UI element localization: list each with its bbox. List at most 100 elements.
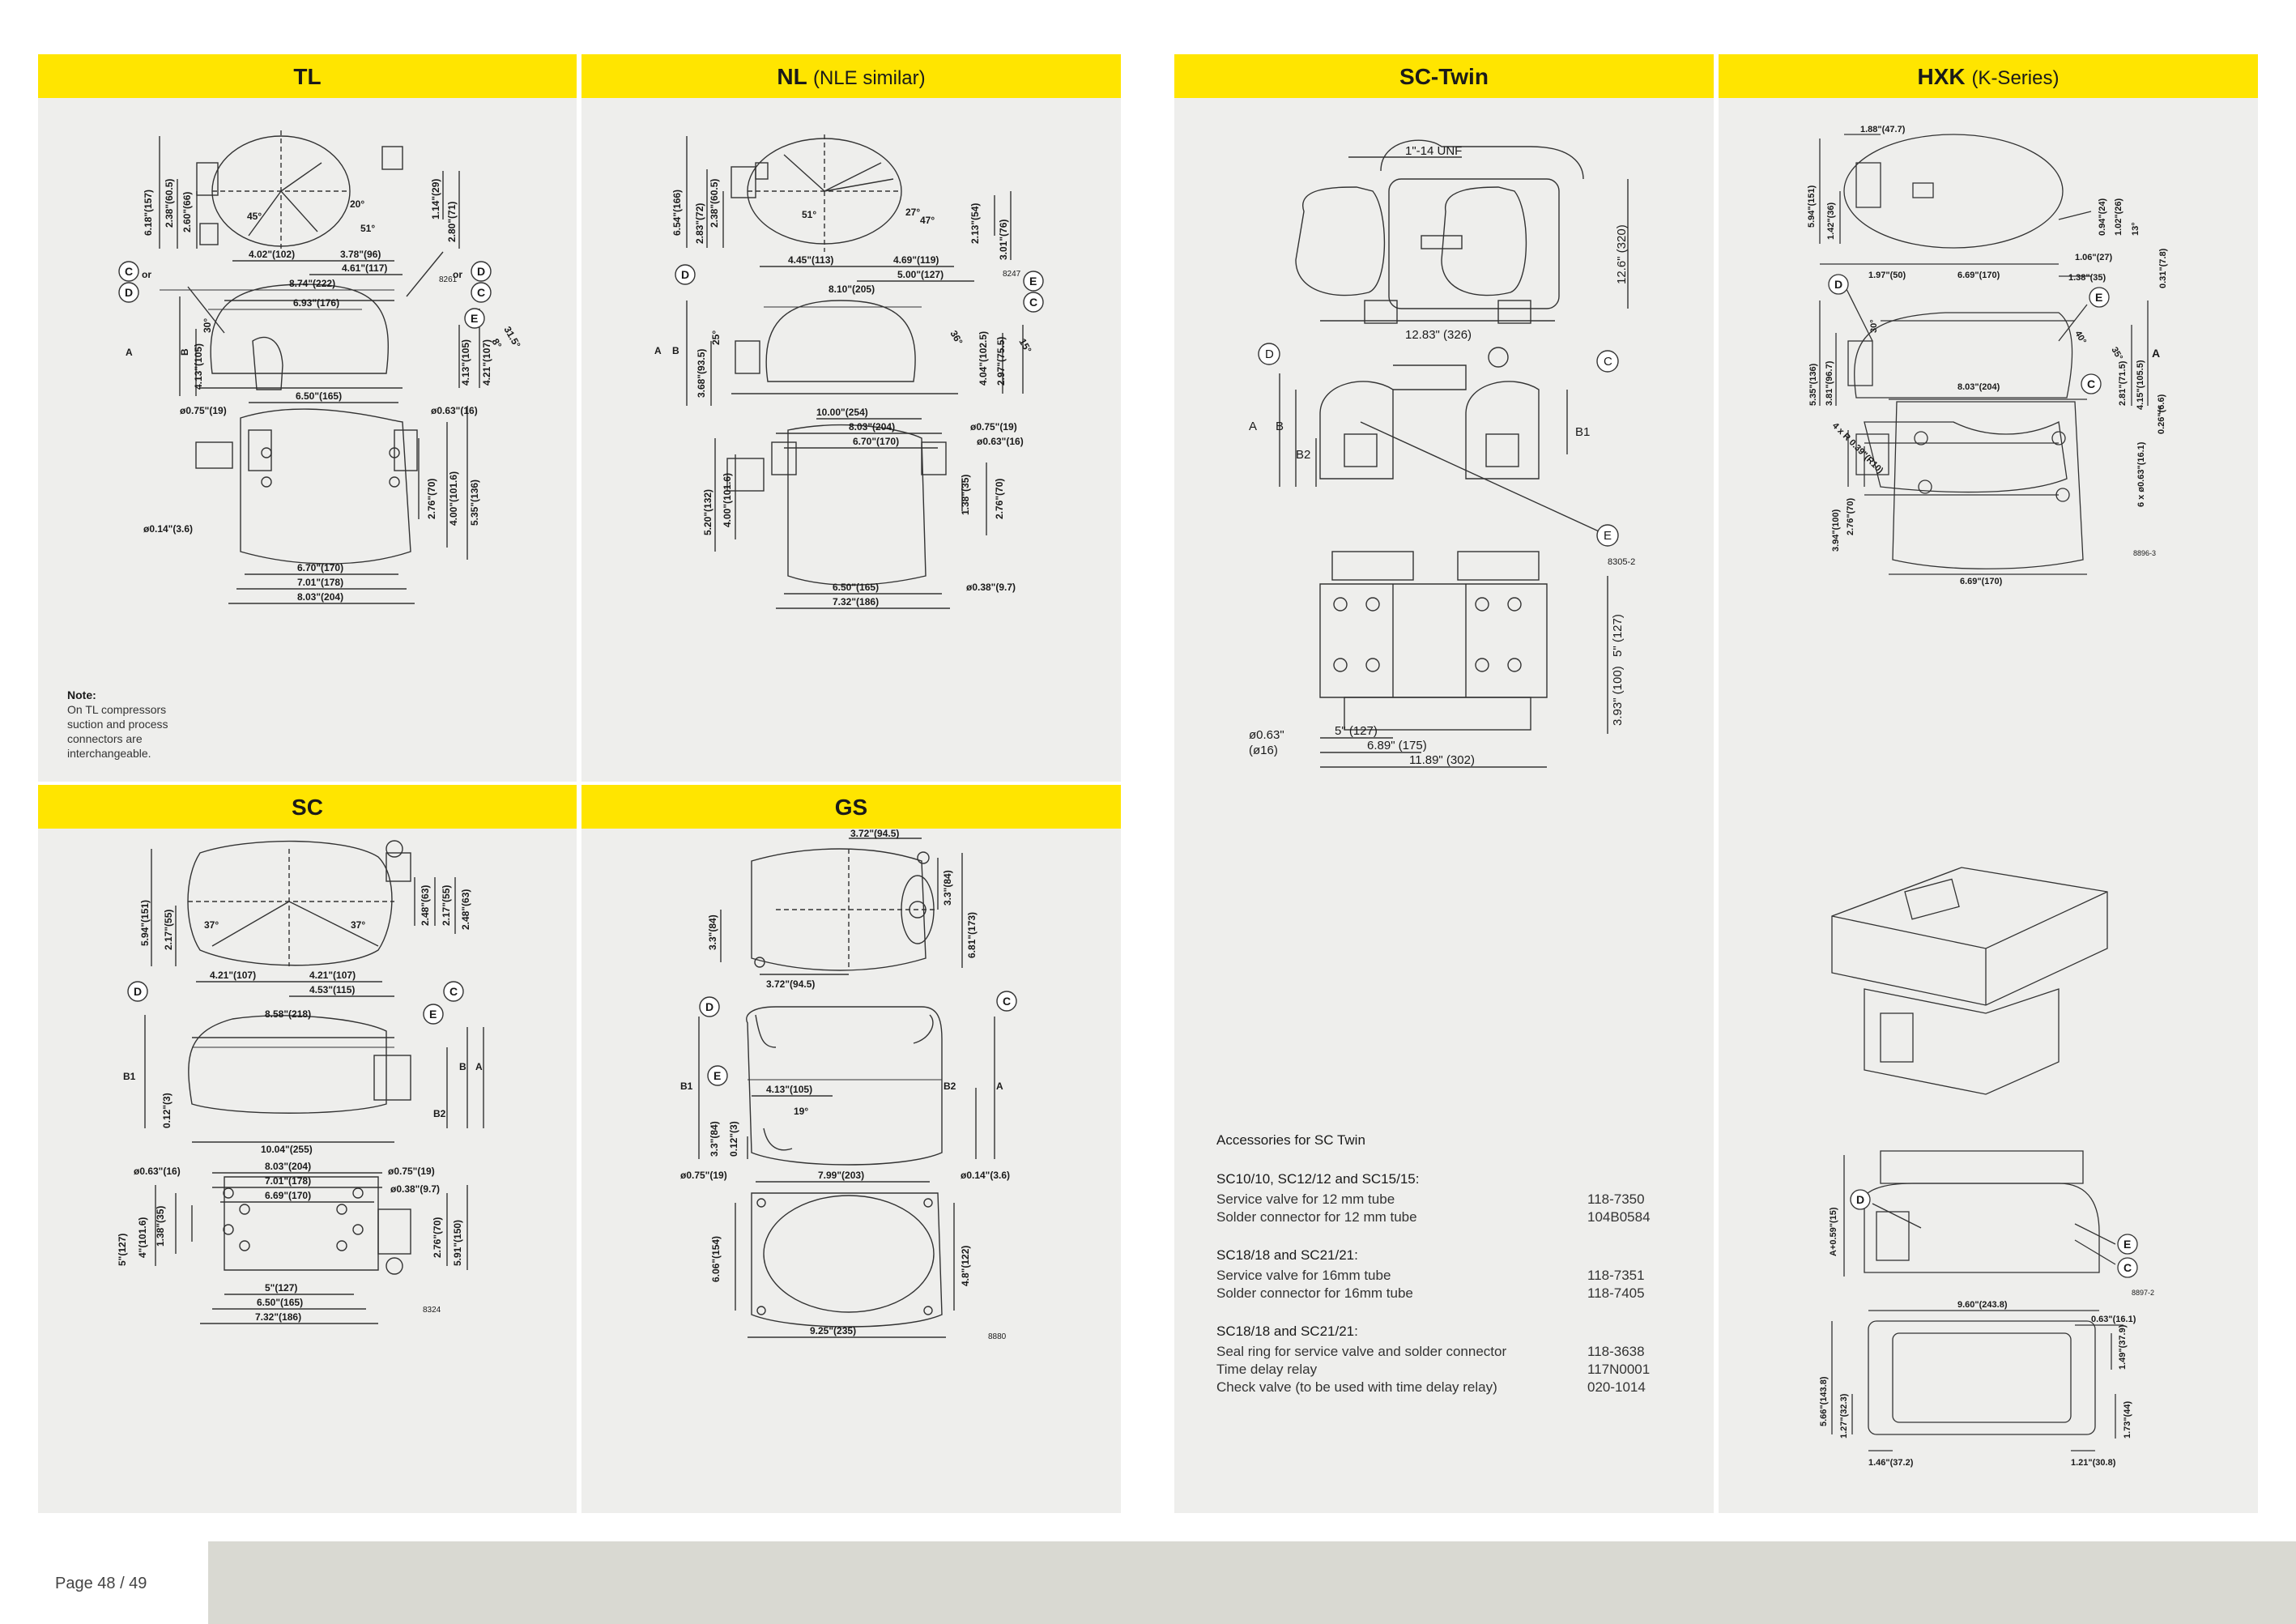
panel-hxk: HXK (K-Series) 1.88"(47.7) 5.94"(151) 1.… <box>1719 54 2258 1513</box>
sctwin-h2: 5" (127) <box>1611 614 1625 657</box>
sctwin-d1b: (ø16) <box>1249 744 1278 757</box>
nl-h2: 2.83"(72) <box>694 203 705 244</box>
nl-callout-c: C <box>1029 296 1037 309</box>
nl-h5: 4.04"(102.5) <box>978 331 989 386</box>
nl-a25: 25° <box>710 330 722 345</box>
sc-w7: 7.01"(178) <box>265 1175 311 1187</box>
gs-la: A <box>996 1081 1003 1092</box>
tl-a51: 51° <box>360 223 375 234</box>
tl-code1: 8261 <box>439 275 458 284</box>
sctwin-h3: 3.93" (100) <box>1611 666 1625 726</box>
sc-w1: 4.21"(107) <box>210 970 256 981</box>
sc-r2: 2.17"(55) <box>441 885 452 926</box>
hxk-r1: 0.94"(24) <box>2098 198 2107 236</box>
footer-bar <box>208 1541 2296 1624</box>
sc-d3: ø0.38"(9.7) <box>390 1183 440 1195</box>
tl-lb: B <box>179 348 190 356</box>
accessories-title: Accessories for SC Twin <box>1216 1132 1365 1148</box>
sctwin-lb: B <box>1276 420 1284 433</box>
hxk-h4: 3.81"(96.7) <box>1825 360 1834 406</box>
tl-a45: 45° <box>247 211 262 222</box>
hxk-r8: 1.49"(37.9) <box>2118 1324 2128 1370</box>
sctwin-drawing: 1"-14 UNF 12.6" (320) 12.83" (326) D C E… <box>1249 139 1635 768</box>
sc-d1: ø0.63"(16) <box>134 1166 181 1177</box>
tl-w8: 7.01"(178) <box>297 577 343 588</box>
gs-callout-d: D <box>705 1000 714 1013</box>
hxk-r4: 1.38"(35) <box>2068 273 2106 283</box>
sc-r3: 2.48"(63) <box>460 889 471 930</box>
hxk-w1: 1.97"(50) <box>1868 271 1906 280</box>
sctwin-callout-d: D <box>1265 347 1274 361</box>
sc-w2: 4.21"(107) <box>309 970 356 981</box>
panel-title: SC-Twin <box>1174 54 1714 98</box>
hxk-a13: 13° <box>2131 222 2141 236</box>
panel-gs: GS 3.72"(94.5) 3.3"(84) 6.81"(173) 3.3"(… <box>581 785 1121 1513</box>
sc-code1: 8324 <box>423 1306 441 1315</box>
hxk-r2: 1.02"(26) <box>2114 198 2123 236</box>
panel-title: GS <box>581 785 1121 829</box>
nl-h6: 2.97"(75.5) <box>995 337 1007 386</box>
sctwin-callout-c: C <box>1604 355 1612 369</box>
sc-callout-e: E <box>429 1008 437 1021</box>
accessory-row: Seal ring for service valve and solder c… <box>1216 1344 1645 1359</box>
nl-d2: ø0.63"(16) <box>977 436 1024 447</box>
tl-callout-d: D <box>125 286 133 299</box>
hxk-r5: 0.31"(7.8) <box>2158 248 2168 288</box>
panel-title: TL <box>38 54 577 98</box>
hxk-callout-e: E <box>2095 291 2102 304</box>
hxk-w3: 8.03"(204) <box>1957 382 2000 392</box>
nl-a51: 51° <box>802 209 816 220</box>
sc-w4: 8.58"(218) <box>265 1008 311 1020</box>
hxk-w2: 6.69"(170) <box>1957 271 2000 280</box>
sc-w11: 7.32"(186) <box>255 1311 301 1323</box>
nl-w7: 6.70"(170) <box>853 436 899 447</box>
sctwin-h1: 12.6" (320) <box>1615 224 1629 284</box>
hxk-h8: 3.94"(100) <box>1831 509 1841 552</box>
tl-w7: 6.70"(170) <box>297 562 343 573</box>
hxk-callout-e2: E <box>2123 1238 2131 1251</box>
nl-callout-d: D <box>681 268 689 281</box>
tl-h4: 4.13"(105) <box>193 343 204 390</box>
hxk-h6: 4.15"(105.5) <box>2136 360 2145 410</box>
nl-w5: 10.00"(254) <box>816 407 868 418</box>
panel-title: HXK (K-Series) <box>1719 54 2258 98</box>
hxk-code1: 8896-3 <box>2133 549 2156 557</box>
sc-h3: 0.12"(3) <box>161 1093 173 1128</box>
sc-h7: 2.76"(70) <box>432 1217 443 1258</box>
accessory-group: SC18/18 and SC21/21: Seal ring for servi… <box>1216 1323 1654 1396</box>
nl-a15: 15° <box>1016 337 1033 356</box>
tl-callout-c2: C <box>477 286 485 299</box>
tl-h7: 2.76"(70) <box>426 479 437 519</box>
sc-w8: 6.69"(170) <box>265 1190 311 1201</box>
gs-w5: 9.25"(235) <box>810 1325 856 1336</box>
sc-h6: 1.38"(35) <box>155 1206 166 1247</box>
tl-d2: ø0.63"(16) <box>431 405 478 416</box>
hxk-w4: 6.69"(170) <box>1960 577 2003 586</box>
sc-r1: 2.48"(63) <box>420 885 431 926</box>
sc-a37a: 37° <box>204 919 219 931</box>
sc-w9: 5"(127) <box>265 1282 297 1294</box>
hxk-callout-c2: C <box>2123 1261 2132 1274</box>
tl-callout-c: C <box>125 265 133 278</box>
nl-r1: 2.13"(54) <box>969 203 981 244</box>
tl-d1: ø0.75"(19) <box>180 405 227 416</box>
hxk-h3: 5.35"(136) <box>1808 363 1818 406</box>
hxk-w6: 1.46"(37.2) <box>1868 1458 1914 1468</box>
sc-h8: 5.91"(150) <box>452 1220 463 1266</box>
tl-h5: 4.13"(105) <box>460 339 471 386</box>
tl-w1: 4.02"(102) <box>249 249 295 260</box>
tl-h6: 4.21"(107) <box>481 339 492 386</box>
sc-h1: 5.94"(151) <box>139 900 151 946</box>
tl-a20: 20° <box>350 198 364 210</box>
tl-la: A <box>126 347 133 358</box>
nl-w9: 7.32"(186) <box>833 596 879 607</box>
gs-lb1: B1 <box>680 1081 693 1092</box>
nl-h8: 4.00"(101.6) <box>722 473 733 527</box>
gs-r1: 3.3"(84) <box>942 870 953 906</box>
accessory-group-heading: SC18/18 and SC21/21: <box>1216 1323 1358 1339</box>
nl-a27: 27° <box>905 207 920 218</box>
hxk-h1: 5.94"(151) <box>1807 185 1817 228</box>
hxk-drawing: 1.88"(47.7) 5.94"(151) 1.42"(36) 0.94"(2… <box>1807 125 2168 496</box>
